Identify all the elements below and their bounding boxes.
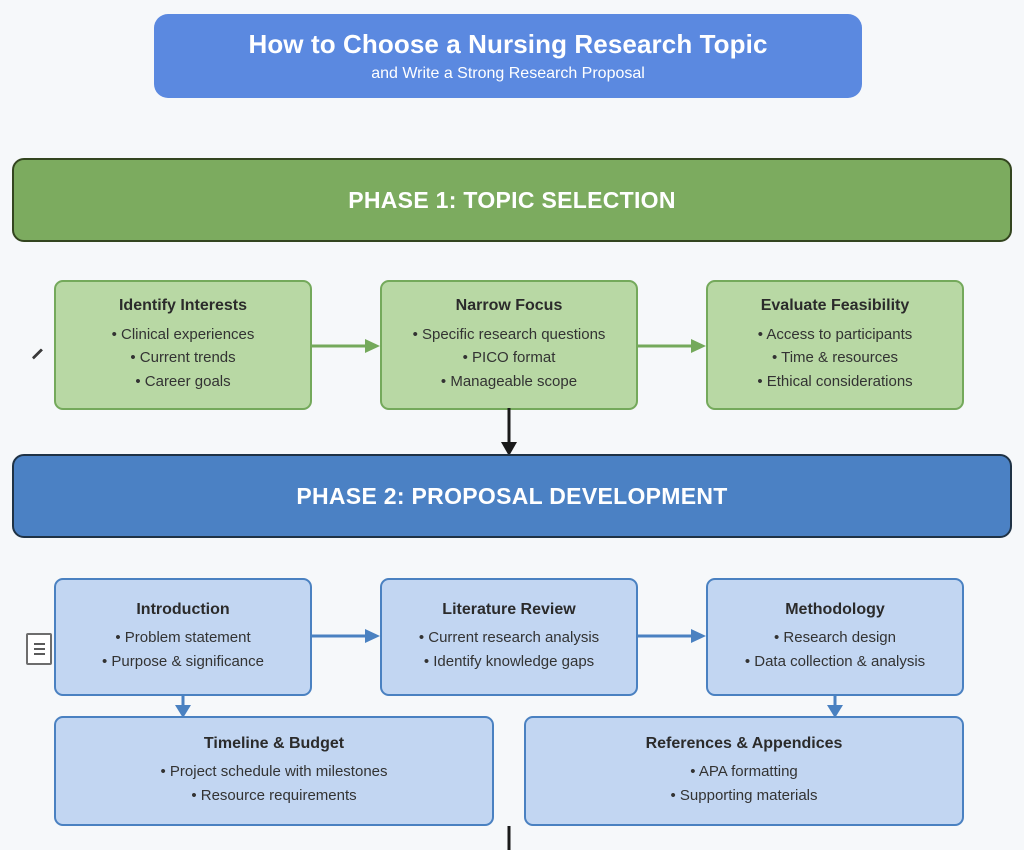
- node-references-appendices[interactable]: References & Appendices • APA formatting…: [524, 716, 964, 826]
- node-title: References & Appendices: [645, 735, 843, 753]
- node-item: • Research design: [774, 629, 896, 647]
- node-title: Identify Interests: [118, 297, 248, 315]
- node-title: Methodology: [785, 601, 885, 619]
- document-line: [33, 643, 45, 645]
- arrow-phase2-continues-below: [498, 826, 520, 850]
- node-item: • Resource requirements: [191, 787, 357, 805]
- node-item: • Purpose & significance: [101, 653, 264, 671]
- node-item: • Time & resources: [771, 349, 899, 367]
- node-item: • Career goals: [135, 372, 231, 390]
- pointer-cursor-icon: [31, 348, 53, 369]
- document-line: [33, 653, 45, 655]
- phase-2-label: PHASE 2: PROPOSAL DEVELOPMENT: [296, 482, 728, 509]
- arrow-methodology-to-references: [824, 695, 846, 719]
- node-item: • Clinical experiences: [111, 325, 255, 343]
- node-title: Narrow Focus: [455, 297, 563, 315]
- phase-1-label: PHASE 1: TOPIC SELECTION: [348, 186, 676, 213]
- node-narrow-focus[interactable]: Narrow Focus • Specific research questio…: [380, 280, 638, 410]
- document-lines-icon[interactable]: [26, 633, 52, 665]
- node-item: • Project schedule with milestones: [160, 763, 388, 781]
- arrow-introduction-to-literature: [312, 625, 382, 647]
- node-literature-review[interactable]: Literature Review • Current research ana…: [380, 578, 638, 696]
- node-item: • APA formatting: [690, 763, 798, 781]
- node-item: • PICO format: [462, 349, 556, 367]
- node-introduction[interactable]: Introduction • Problem statement • Purpo…: [54, 578, 312, 696]
- page-title: How to Choose a Nursing Research Topic: [248, 28, 768, 59]
- node-item: • Manageable scope: [440, 372, 578, 390]
- node-item: • Identify knowledge gaps: [423, 653, 595, 671]
- node-title: Timeline & Budget: [203, 735, 345, 753]
- node-item: • Data collection & analysis: [744, 653, 926, 671]
- node-item: • Current research analysis: [418, 629, 600, 647]
- node-evaluate-feasibility[interactable]: Evaluate Feasibility • Access to partici…: [706, 280, 964, 410]
- node-title: Introduction: [136, 601, 230, 619]
- page-subtitle: and Write a Strong Research Proposal: [371, 65, 645, 83]
- node-timeline-budget[interactable]: Timeline & Budget • Project schedule wit…: [54, 716, 494, 826]
- arrow-literature-to-methodology: [638, 625, 708, 647]
- diagram-title-banner: How to Choose a Nursing Research Topic a…: [154, 14, 862, 98]
- arrow-introduction-to-timeline: [172, 695, 194, 719]
- node-item: • Problem statement: [115, 629, 251, 647]
- node-title: Evaluate Feasibility: [760, 297, 910, 315]
- node-item: • Specific research questions: [412, 325, 606, 343]
- node-methodology[interactable]: Methodology • Research design • Data col…: [706, 578, 964, 696]
- arrow-identify-to-narrow: [312, 335, 382, 357]
- phase-1-banner: PHASE 1: TOPIC SELECTION: [12, 158, 1012, 242]
- node-item: • Supporting materials: [670, 787, 818, 805]
- node-title: Literature Review: [442, 601, 576, 619]
- node-identify-interests[interactable]: Identify Interests • Clinical experience…: [54, 280, 312, 410]
- arrow-narrow-to-evaluate: [638, 335, 708, 357]
- arrow-phase1-to-phase2: [498, 408, 520, 458]
- node-item: • Access to participants: [757, 325, 913, 343]
- document-line: [33, 648, 45, 650]
- node-item: • Current trends: [130, 349, 236, 367]
- phase-2-banner: PHASE 2: PROPOSAL DEVELOPMENT: [12, 454, 1012, 538]
- node-item: • Ethical considerations: [757, 372, 913, 390]
